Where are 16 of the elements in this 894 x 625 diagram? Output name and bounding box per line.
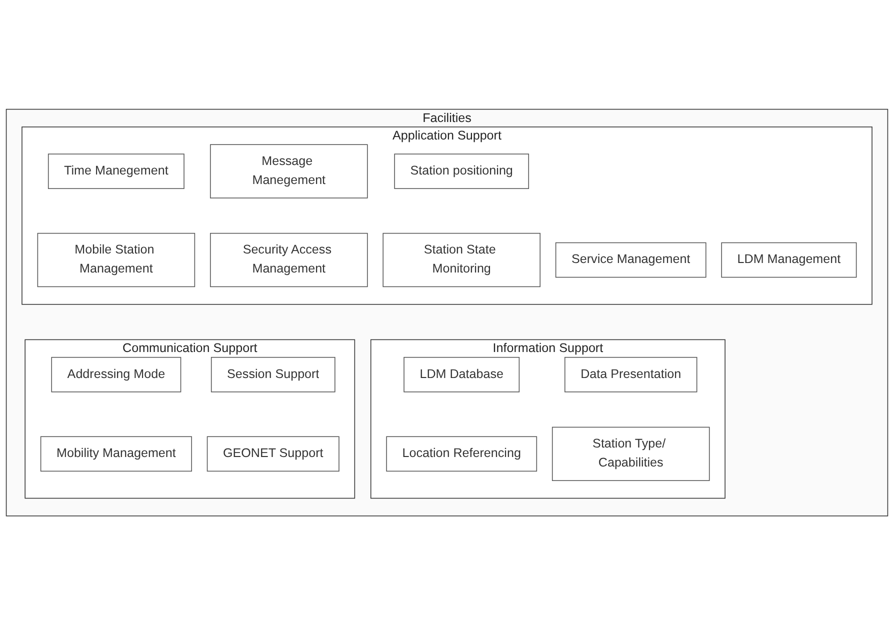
node-box: Station State Monitoring [382, 232, 540, 287]
node-box: Data Presentation [564, 356, 698, 392]
node-box: Location Referencing [386, 436, 538, 472]
node-box: LDM Database [404, 356, 520, 392]
node-box: Session Support [210, 356, 336, 392]
node-box: Time Manegement [48, 154, 184, 189]
node-box: Station Type/ Capabilities [552, 426, 710, 481]
node-box: GEONET Support [206, 436, 340, 472]
node-box: Security Access Management [210, 232, 368, 287]
node-box: Message Manegement [210, 144, 368, 198]
node-box: Mobility Management [40, 436, 192, 472]
node-box: Addressing Mode [51, 356, 182, 392]
node-box: LDM Management [721, 242, 857, 278]
node-box: Mobile Station Management [37, 232, 196, 287]
node-box: Station positioning [394, 154, 530, 189]
node-box: Service Management [555, 242, 706, 278]
